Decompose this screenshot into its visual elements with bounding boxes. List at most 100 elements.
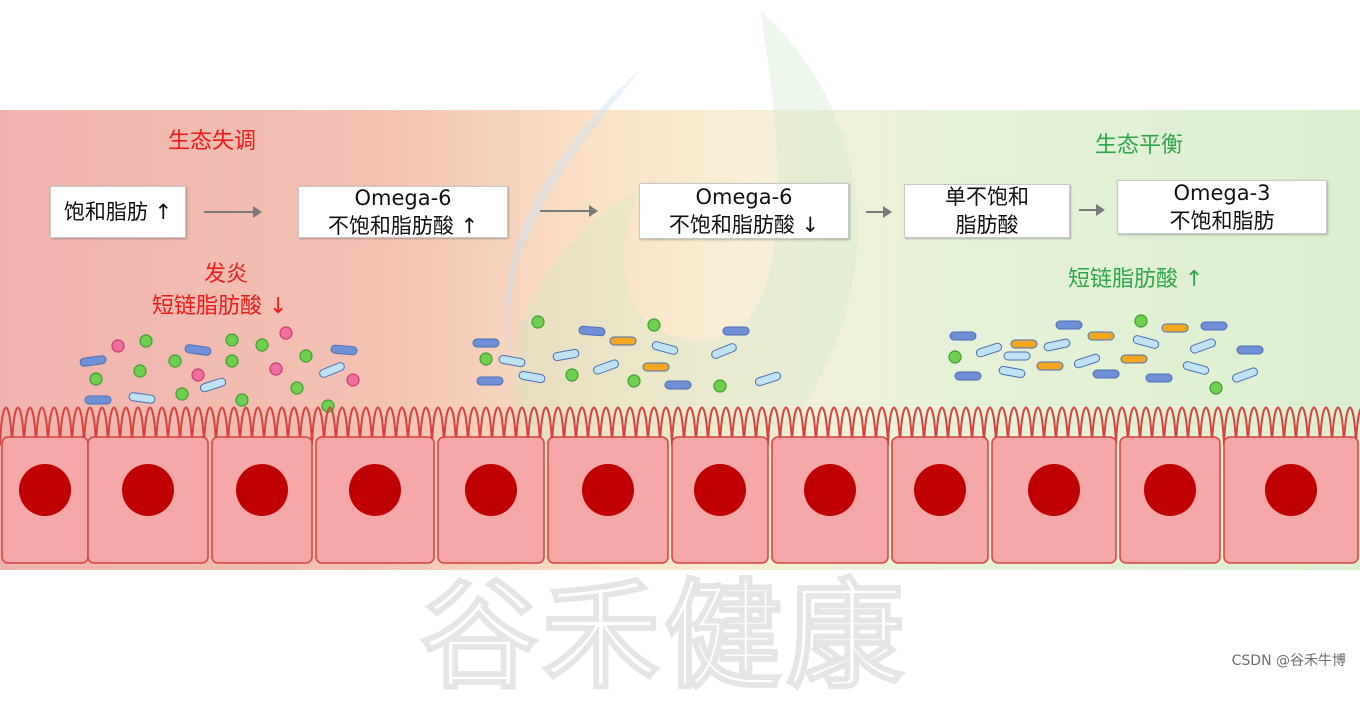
bacterium-rod	[1145, 373, 1173, 383]
bacterium-coccus	[948, 350, 962, 364]
bacterium-coccus	[235, 393, 249, 407]
flow-arrow	[866, 206, 892, 218]
bacterium-rod	[722, 326, 750, 336]
bacterium-rod	[664, 380, 692, 390]
bacterium-coccus	[647, 318, 661, 332]
bacterium-rod	[1055, 320, 1083, 330]
bacterium-rod	[998, 365, 1026, 379]
bacterium-pink	[279, 326, 293, 340]
cell-nucleus	[1028, 464, 1080, 516]
bacterium-rod	[319, 362, 345, 378]
flow-box-omega6-down: Omega-6 不饱和脂肪酸 ↓	[639, 183, 849, 239]
bacterium-rod	[975, 342, 1003, 358]
flow-box-monounsaturated: 单不饱和 脂肪酸	[904, 184, 1070, 238]
bacterium-rod	[1073, 353, 1101, 369]
bacterium-rod	[79, 355, 107, 367]
bacterium-rod	[184, 344, 212, 356]
cell-nucleus	[19, 464, 71, 516]
bacterium-coccus	[225, 333, 239, 347]
gut-microbiome-diagram: 生态失调 生态平衡 饱和脂肪 ↑ Omega-6 不饱和脂肪酸 ↑ Omega-…	[0, 10, 1360, 706]
cell-nucleus	[1265, 464, 1317, 516]
bacterium-rod	[593, 359, 619, 375]
flow-box-line: 不饱和脂肪酸 ↑	[327, 214, 479, 238]
brand-watermark: 谷禾健康	[419, 566, 909, 706]
cell-nucleus	[804, 464, 856, 516]
bacterium-rod	[651, 341, 679, 355]
flow-box-line: Omega-6	[695, 185, 793, 209]
flow-box-line: 不饱和脂肪	[1169, 209, 1275, 233]
bacterium-pink	[111, 339, 125, 353]
bacterium-rod	[1132, 335, 1160, 349]
dysbiosis-title: 生态失调	[168, 129, 257, 154]
bacterium-rod	[1003, 351, 1031, 361]
bacterium-rod	[1120, 354, 1148, 364]
bacterium-rod	[199, 377, 227, 393]
flow-arrow	[540, 205, 598, 217]
bacterium-rod	[472, 338, 500, 348]
bacterium-coccus	[290, 381, 304, 395]
bacterium-rod	[552, 348, 580, 362]
bacterium-coccus	[1209, 381, 1223, 395]
bacterium-coccus	[627, 374, 641, 388]
bacterium-coccus	[565, 368, 579, 382]
bacterium-rod	[84, 395, 112, 405]
flow-box-line: 单不饱和	[945, 185, 1029, 209]
bacterium-coccus	[225, 354, 239, 368]
bacterium-coccus	[89, 372, 103, 386]
cell-nucleus	[582, 464, 634, 516]
flow-box-saturated-fat: 饱和脂肪 ↑	[50, 186, 186, 238]
bacterium-coccus	[139, 334, 153, 348]
bacterium-rod	[954, 371, 982, 381]
cell-nucleus	[122, 464, 174, 516]
bacterium-pink	[191, 368, 205, 382]
bacterium-rod	[518, 370, 546, 384]
flow-box-line: Omega-6	[354, 186, 452, 210]
flow-box-line: 饱和脂肪 ↑	[63, 200, 173, 224]
cell-nucleus	[1144, 464, 1196, 516]
cell-nucleus	[694, 464, 746, 516]
flame-logo-watermark	[512, 10, 858, 512]
flow-box-line: Omega-3	[1173, 181, 1271, 205]
cell-nucleus	[914, 464, 966, 516]
bacterium-rod	[1236, 345, 1264, 355]
bacterium-rod	[476, 376, 504, 386]
bacterium-coccus	[175, 387, 189, 401]
bacterium-rod	[1182, 361, 1210, 375]
scfa-up-label: 短链脂肪酸 ↑	[1068, 267, 1204, 292]
bacterium-pink	[269, 362, 283, 376]
bacterium-rod	[1043, 338, 1071, 352]
bacterium-rod	[578, 325, 606, 337]
inflammation-label: 发炎	[204, 262, 249, 287]
bacterium-rod	[1190, 338, 1216, 354]
bacterium-rod	[330, 344, 358, 356]
bacterium-coccus	[133, 364, 147, 378]
flow-arrow	[1079, 204, 1105, 216]
bacterium-rod	[1087, 331, 1115, 341]
bacterium-rod	[1036, 361, 1064, 371]
bacterium-coccus	[168, 354, 182, 368]
bacterium-rod	[1161, 323, 1189, 333]
bacterium-rod	[949, 331, 977, 341]
bacterium-rod	[642, 362, 670, 372]
balance-title: 生态平衡	[1095, 133, 1184, 158]
bacterium-rod	[498, 354, 526, 368]
flow-arrow	[204, 206, 262, 218]
bacterium-coccus	[255, 338, 269, 352]
flow-box-omega3: Omega-3 不饱和脂肪	[1117, 180, 1327, 234]
cell-nucleus	[349, 464, 401, 516]
flow-box-omega6-up: Omega-6 不饱和脂肪酸 ↑	[298, 186, 508, 238]
bacterium-coccus	[531, 315, 545, 329]
cell-nucleus	[236, 464, 288, 516]
bacterium-rod	[1200, 321, 1228, 331]
flame-logo-inner	[505, 70, 640, 380]
bacterium-coccus	[713, 379, 727, 393]
bacterium-coccus	[1134, 314, 1148, 328]
bacterium-rod	[711, 343, 737, 359]
bacterium-rod	[609, 336, 637, 346]
bacterium-rod	[754, 371, 782, 387]
cell-nucleus	[465, 464, 517, 516]
flow-box-line: 不饱和脂肪酸 ↓	[668, 213, 820, 237]
bacterium-coccus	[479, 352, 493, 366]
bacterium-rod	[1092, 369, 1120, 379]
bacterium-rod	[1010, 339, 1038, 349]
